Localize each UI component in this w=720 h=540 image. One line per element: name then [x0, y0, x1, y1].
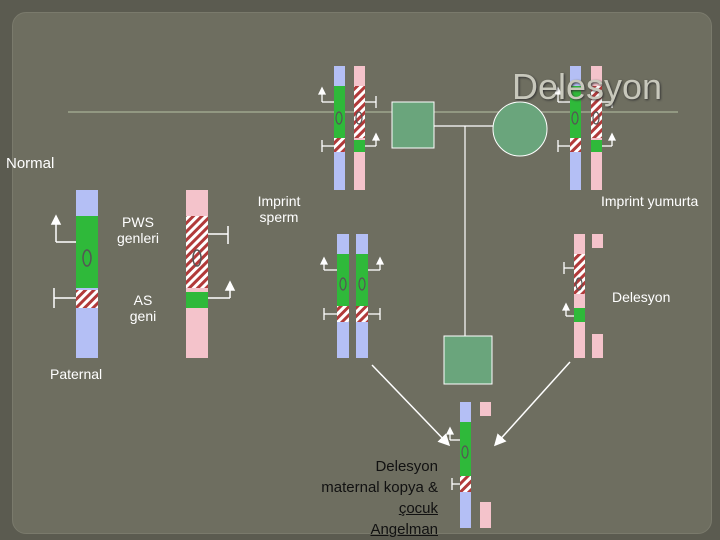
pws-genes-line-2: genleri [116, 230, 160, 246]
child-caption-line-1: Delesyon [375, 458, 438, 475]
sperm-gene-markers [319, 256, 385, 320]
child-caption-line-2: maternal kopya & [321, 479, 438, 496]
as-gene-line-1: AS [133, 292, 153, 308]
paternal-label: Paternal [50, 366, 103, 382]
father-paternal-chromosome [334, 66, 345, 190]
normal-label: Normal [6, 155, 55, 172]
pedigree-lines [434, 125, 493, 336]
pws-genes-line-1: PWS [122, 214, 154, 230]
imprint-sperm-label: Imprint sperm [246, 193, 312, 225]
child-caption-line-3: çocuk [398, 500, 438, 517]
deletion-label: Delesyon [612, 289, 671, 305]
child-caption-line-4: Angelman [370, 521, 438, 538]
as-gene-label: AS geni [118, 292, 168, 324]
mother-circle-symbol [492, 101, 548, 157]
pws-genes-label: PWS genleri [108, 214, 168, 246]
father-maternal-chromosome [354, 66, 365, 190]
child-deleted-maternal-chromosome [480, 402, 491, 528]
child-paternal-chromosome [460, 402, 471, 528]
sperm-to-child-arrow [371, 364, 451, 447]
imprint-egg-label: Imprint yumurta [601, 193, 699, 209]
father-square-symbol [391, 101, 435, 149]
slide-title: Delesyon [512, 66, 663, 107]
child-square-symbol [443, 335, 493, 385]
father-gene-markers [317, 86, 381, 152]
imprint-sperm-line-2: sperm [259, 209, 299, 225]
child-gene-markers [445, 426, 460, 490]
egg-deleted-chromosome [592, 234, 603, 358]
normal-paternal-chromosome [76, 190, 98, 358]
imprint-sperm-line-1: Imprint [257, 193, 301, 209]
mother-paternal-chromosome [570, 66, 581, 190]
mother-maternal-chromosome [591, 66, 602, 190]
egg-chromosome-maternal [574, 234, 585, 358]
egg-to-child-arrow [493, 361, 571, 447]
sperm-chromosome-second [356, 234, 368, 358]
child-caption: Delesyon maternal kopya & çocuk Angelman [282, 456, 438, 540]
egg-gene-markers [561, 262, 574, 317]
as-gene-line-2: geni [129, 308, 157, 324]
mother-gene-markers [553, 86, 617, 152]
sperm-chromosome-paternal [337, 234, 349, 358]
normal-gene-markers [50, 214, 236, 308]
normal-maternal-chromosome [186, 190, 208, 358]
